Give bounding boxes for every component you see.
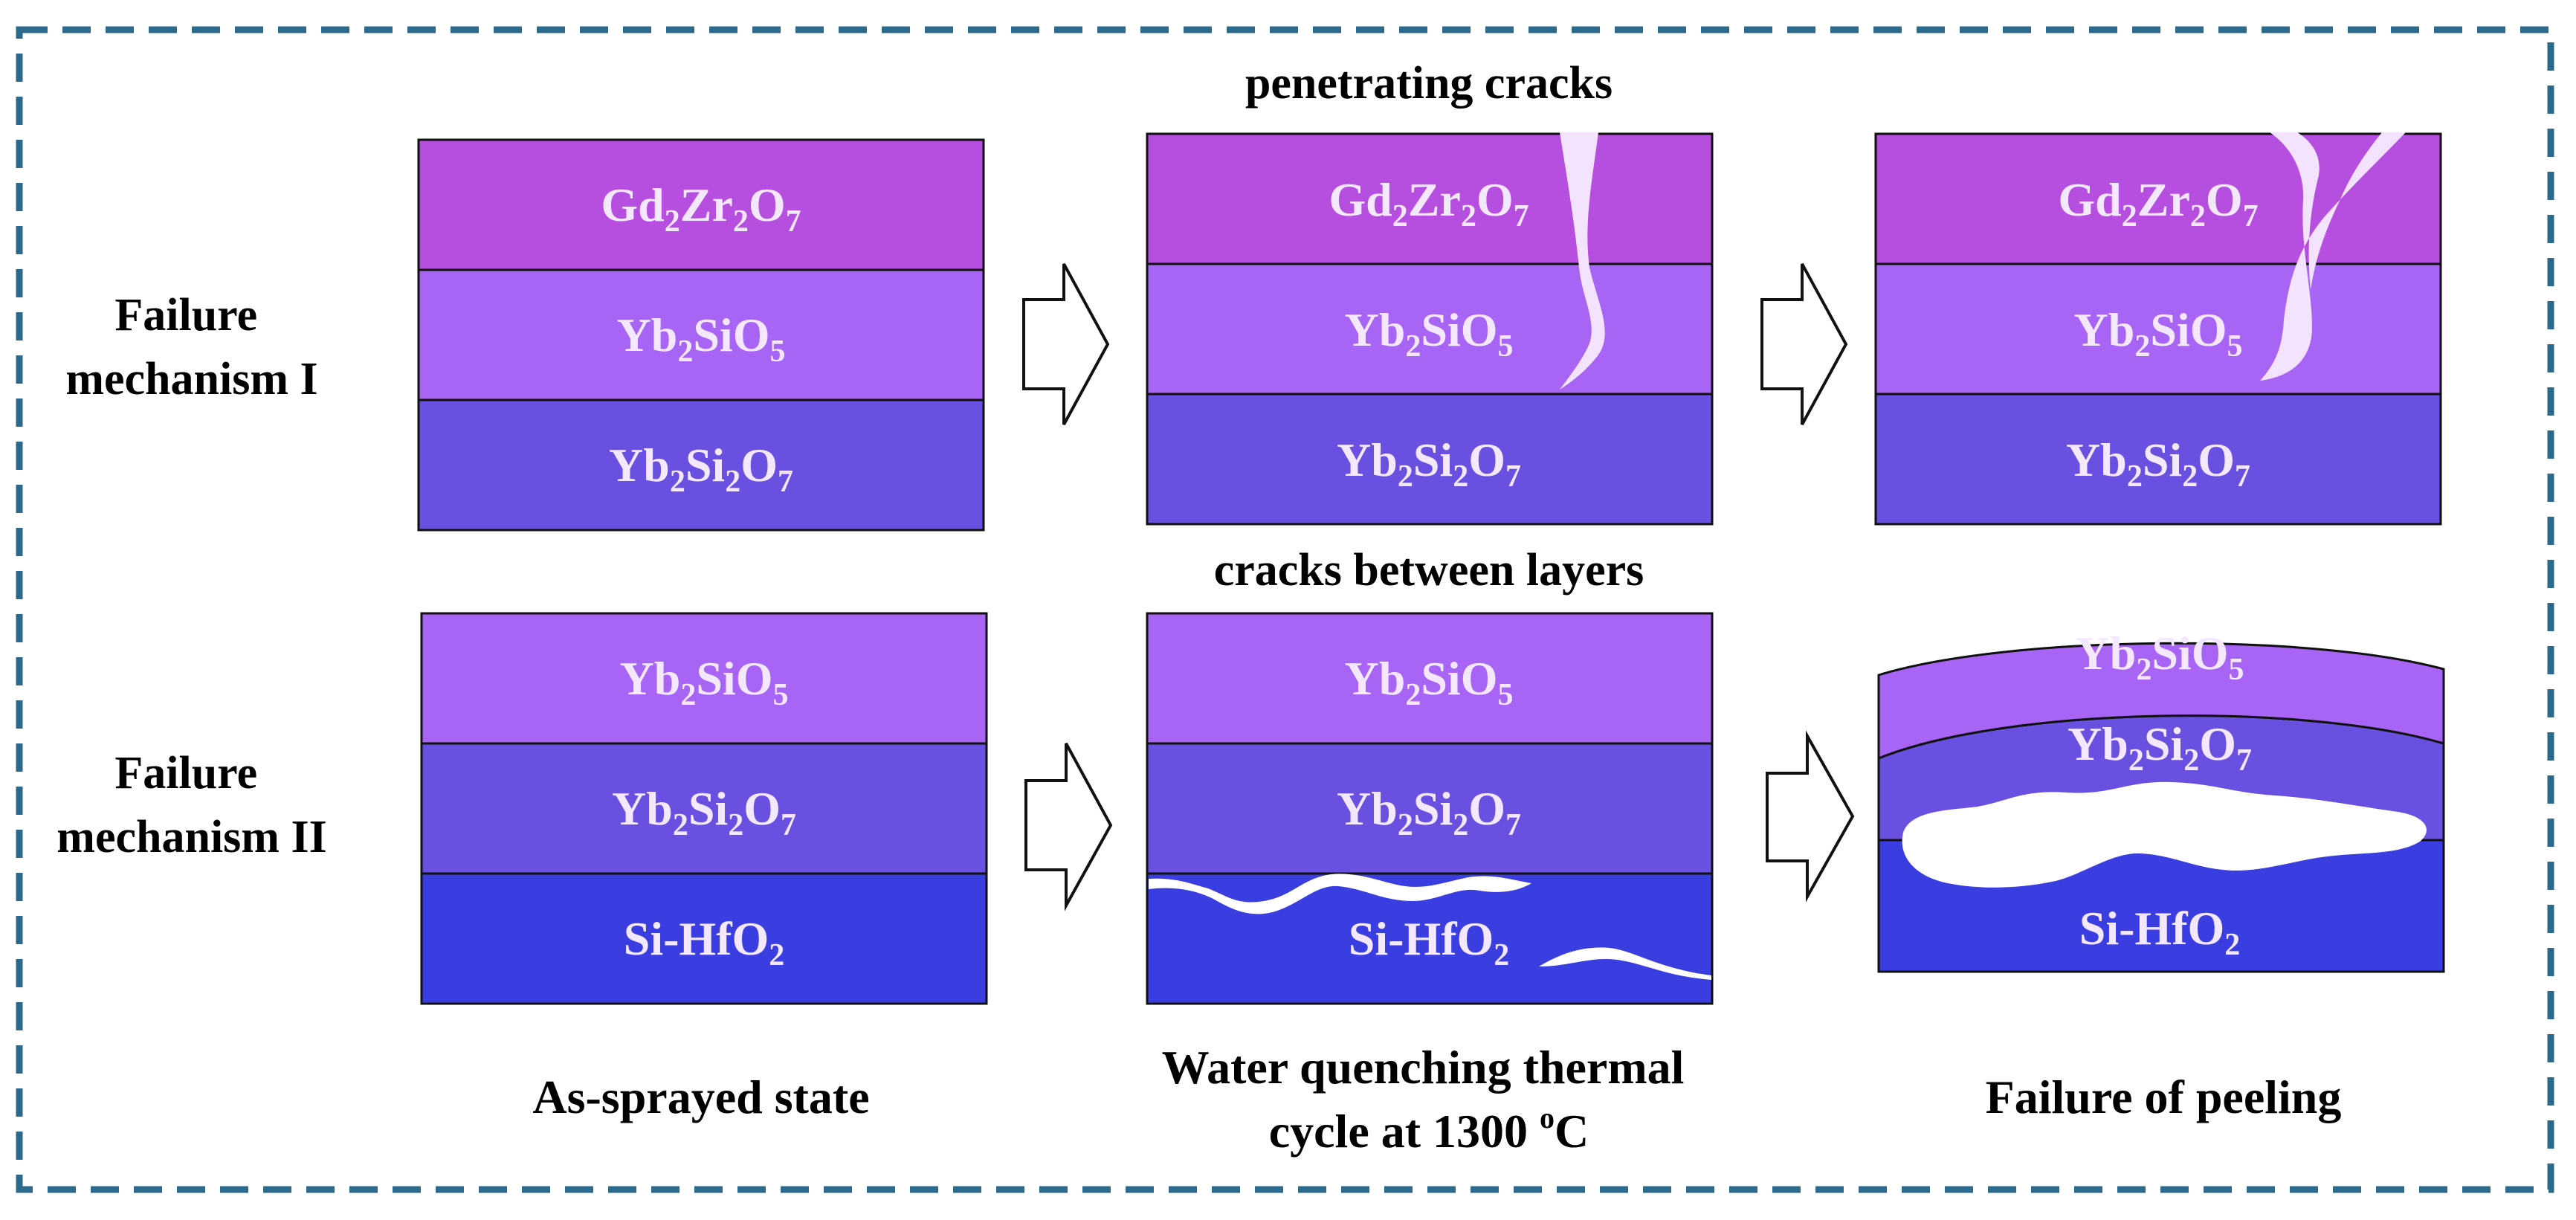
layer-yb2sio5 bbox=[1874, 262, 2442, 396]
layer-yb2si2o7 bbox=[417, 398, 985, 532]
arrow-right-icon bbox=[1022, 263, 1110, 425]
layer-yb2sio5 bbox=[417, 268, 985, 401]
label-gd2zr2o7: Gd2Zr2O7 bbox=[1329, 173, 1529, 233]
stack-mech2-peeling: Yb2SiO5 Yb2Si2O7 Si-HfO2 bbox=[1877, 627, 2445, 973]
label-si-hfo2: Si-HfO2 bbox=[1349, 912, 1510, 972]
label-gd2zr2o7: Gd2Zr2O7 bbox=[601, 178, 801, 239]
label-yb2si2o7: Yb2Si2O7 bbox=[1337, 433, 1521, 494]
layer-gd2zr2o7 bbox=[1874, 132, 2442, 265]
row-label-mech1: Failure mechanism I bbox=[65, 290, 317, 404]
arrow-right-icon bbox=[1760, 263, 1848, 425]
stack-mech1-as-sprayed: Gd2Zr2O7 Yb2SiO5 Yb2Si2O7 bbox=[417, 138, 985, 532]
delamination-void bbox=[1902, 781, 2427, 888]
substrate-crack bbox=[1539, 947, 1711, 980]
layer-yb2si2o7 bbox=[1874, 393, 2442, 526]
label-yb2sio5: Yb2SiO5 bbox=[2076, 627, 2244, 687]
layer-gd2zr2o7 bbox=[1146, 132, 1714, 265]
label-yb2si2o7: Yb2Si2O7 bbox=[612, 782, 796, 842]
arrow-right-icon bbox=[1024, 743, 1113, 911]
widened-crack bbox=[2260, 132, 2406, 381]
stack-mech2-thermal-cycle: Yb2SiO5 Yb2Si2O7 Si-HfO2 bbox=[1146, 612, 1714, 1005]
label-si-hfo2: Si-HfO2 bbox=[624, 912, 785, 972]
label-yb2sio5: Yb2SiO5 bbox=[617, 309, 786, 369]
layer-yb2sio5 bbox=[1146, 262, 1714, 396]
annotation-cracks-between-layers: cracks between layers bbox=[1214, 545, 1644, 596]
layer-si-hfo2 bbox=[420, 872, 988, 1005]
label-yb2sio5: Yb2SiO5 bbox=[2074, 303, 2243, 364]
interlayer-crack bbox=[1149, 874, 1531, 914]
stack-mech2-as-sprayed: Yb2SiO5 Yb2Si2O7 Si-HfO2 bbox=[420, 612, 988, 1005]
layer-yb2sio5 bbox=[1146, 612, 1714, 745]
layer-yb2sio5 bbox=[420, 612, 988, 745]
row-label-mech2: Failure mechanism II bbox=[57, 748, 326, 862]
label-yb2si2o7: Yb2Si2O7 bbox=[609, 439, 793, 499]
caption-thermal-cycle: Water quenching thermal cycle at 1300 oC bbox=[1162, 1041, 1697, 1158]
layer-yb2si2o7 bbox=[1146, 742, 1714, 875]
label-gd2zr2o7: Gd2Zr2O7 bbox=[2058, 173, 2258, 233]
stack-mech1-failure: Gd2Zr2O7 Yb2SiO5 Yb2Si2O7 bbox=[1874, 132, 2442, 526]
layer-yb2si2o7 bbox=[420, 742, 988, 875]
layer-gd2zr2o7 bbox=[417, 138, 985, 271]
caption-as-sprayed: As-sprayed state bbox=[532, 1071, 869, 1123]
label-yb2si2o7: Yb2Si2O7 bbox=[1337, 782, 1521, 842]
penetrating-crack bbox=[1560, 132, 1605, 390]
label-yb2sio5: Yb2SiO5 bbox=[1345, 303, 1514, 364]
arrow-right-icon bbox=[1766, 730, 1855, 903]
label-yb2sio5: Yb2SiO5 bbox=[1345, 652, 1514, 712]
label-yb2sio5: Yb2SiO5 bbox=[620, 652, 789, 712]
label-si-hfo2: Si-HfO2 bbox=[2079, 902, 2241, 962]
dashed-frame bbox=[16, 26, 2554, 1193]
layer-yb2si2o7 bbox=[1146, 393, 1714, 526]
label-yb2si2o7: Yb2Si2O7 bbox=[2067, 717, 2252, 778]
stack-mech1-thermal-cycle: Gd2Zr2O7 Yb2SiO5 Yb2Si2O7 bbox=[1146, 132, 1714, 526]
caption-failure-of-peeling: Failure of peeling bbox=[1986, 1071, 2342, 1123]
annotation-penetrating-cracks: penetrating cracks bbox=[1245, 58, 1613, 109]
label-yb2si2o7: Yb2Si2O7 bbox=[2066, 433, 2250, 494]
layer-yb2sio5 bbox=[1877, 642, 2445, 761]
